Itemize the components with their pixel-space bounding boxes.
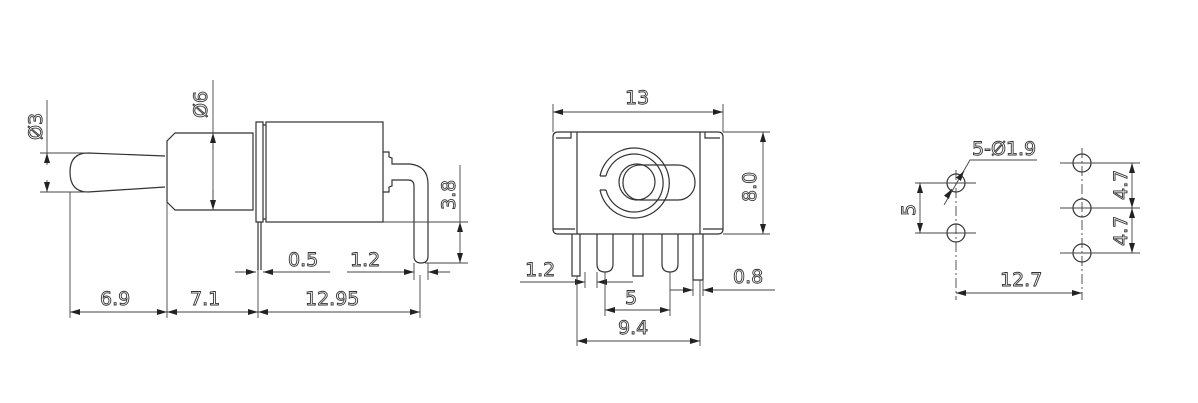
side-view: Ø3 Ø6 3.8 0.5 1.2 xyxy=(25,80,468,318)
dim-body-length: 12.95 xyxy=(305,288,359,310)
terminal xyxy=(383,151,429,264)
dim-right-spacing-upper: 4.7 xyxy=(1110,170,1132,200)
dim-column-spacing: 12.7 xyxy=(1000,269,1042,291)
dim-left-spacing: 5 xyxy=(898,204,920,216)
dim-end-pin-width: 0.8 xyxy=(733,266,763,288)
flange xyxy=(255,121,266,270)
dim-lever-length: 6.9 xyxy=(100,288,130,310)
dim-pin-pitch: 5 xyxy=(625,287,637,309)
pins xyxy=(571,234,704,281)
dim-pin-width: 1.2 xyxy=(525,259,555,281)
dim-right-spacing-lower: 4.7 xyxy=(1110,216,1132,246)
dim-pin-span: 9.4 xyxy=(618,317,648,339)
dim-flange-thickness: 0.5 xyxy=(288,249,318,271)
dim-terminal-offset: 1.2 xyxy=(350,249,380,271)
lever xyxy=(69,152,166,193)
dimensions-side: Ø3 Ø6 3.8 0.5 1.2 xyxy=(25,80,468,318)
bushing-ring xyxy=(599,147,670,219)
dim-lever-diameter: Ø3 xyxy=(25,113,47,140)
front-body xyxy=(552,131,724,235)
dim-hole-spec: 5-Ø1.9 xyxy=(972,138,1036,160)
dim-terminal-height: 3.8 xyxy=(438,180,460,210)
pcb-layout: 5 4.7 4.7 12.7 5-Ø1.9 xyxy=(898,138,1140,300)
dim-bushing-length: 7.1 xyxy=(190,288,220,310)
dimensions-front: 13 8.0 1.2 5 0.8 9.4 xyxy=(520,87,775,346)
bushing xyxy=(166,132,254,211)
front-view: 13 8.0 1.2 5 0.8 9.4 xyxy=(520,87,775,346)
dim-height: 8.0 xyxy=(739,172,761,202)
front-lever xyxy=(622,164,696,201)
dim-bushing-diameter: Ø6 xyxy=(190,91,212,118)
dimensions-pcb: 5 4.7 4.7 12.7 5-Ø1.9 xyxy=(898,138,1135,296)
body xyxy=(265,121,384,223)
dim-width: 13 xyxy=(625,87,649,109)
